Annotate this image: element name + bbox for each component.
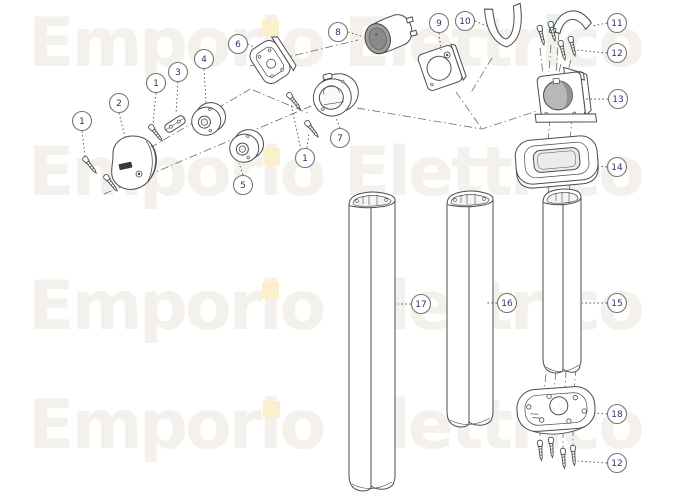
callout-12a: 12 [606,42,628,64]
part-15-column-short [542,188,582,374]
part-16-column-medium [446,190,494,428]
part-18-base-plate [516,386,596,435]
part-3-clip [164,115,186,133]
callout-10: 10 [454,10,476,32]
callout-15: 15 [606,292,628,314]
watermark-i-dot [262,19,279,36]
svg-text:13: 13 [612,95,623,105]
part-4-round-adapter [191,102,226,136]
part-2-front-cover [111,135,157,190]
callout-18: 18 [606,403,628,425]
part-9-flange-plate [417,43,467,91]
svg-text:14: 14 [611,163,623,173]
part-7-socket-housing [312,72,359,117]
callout-2: 2 [108,92,130,114]
svg-text:8: 8 [335,28,341,38]
part-8-socket-insert [364,14,418,55]
part-11-top-cap [548,10,592,35]
svg-text:3: 3 [175,68,181,78]
svg-text:1: 1 [79,117,85,127]
callout-7: 7 [329,127,351,149]
svg-text:7: 7 [337,134,343,144]
svg-text:6: 6 [235,40,241,50]
svg-text:1: 1 [302,154,308,164]
svg-text:15: 15 [611,299,622,309]
svg-text:5: 5 [240,181,246,191]
callout-1b: 1 [145,72,167,94]
callout-17: 17 [410,293,432,315]
part-13-socket-frame [534,66,598,123]
svg-text:2: 2 [116,99,122,109]
callout-1a: 1 [71,110,93,132]
callout-13: 13 [607,88,629,110]
callout-16: 16 [496,292,518,314]
svg-text:9: 9 [436,19,442,29]
svg-text:11: 11 [611,19,622,29]
callout-5: 5 [232,174,254,196]
svg-text:1: 1 [153,79,159,89]
callout-8: 8 [327,21,349,43]
callout-6: 6 [227,33,249,55]
part-14-base-collar [514,135,599,189]
part-17-column-tall [348,191,396,492]
callout-4: 4 [193,48,215,70]
callout-11: 11 [606,12,628,34]
watermark-i-dot [263,148,280,165]
part-6-mounting-plate [249,36,297,84]
watermark-row-3: Emporio Elettrico [28,267,645,346]
callout-12b: 12 [606,452,628,474]
svg-text:12: 12 [611,459,622,469]
watermark-i-dot [262,282,279,299]
part-5-round-adapter [229,129,264,163]
callout-9: 9 [428,12,450,34]
svg-text:12: 12 [611,49,622,59]
leader-lines [81,20,608,464]
brand-plate [118,161,133,170]
svg-text:16: 16 [501,299,513,309]
svg-text:4: 4 [201,55,207,65]
part-12-screws-bottom [536,436,578,470]
callout-1c: 1 [294,147,316,169]
part-10-hook-bracket [484,2,522,48]
svg-text:18: 18 [611,410,623,420]
callout-3: 3 [167,61,189,83]
watermark-i-dot [263,401,280,418]
svg-text:17: 17 [415,300,426,310]
callout-14: 14 [606,156,628,178]
svg-text:10: 10 [459,17,471,27]
